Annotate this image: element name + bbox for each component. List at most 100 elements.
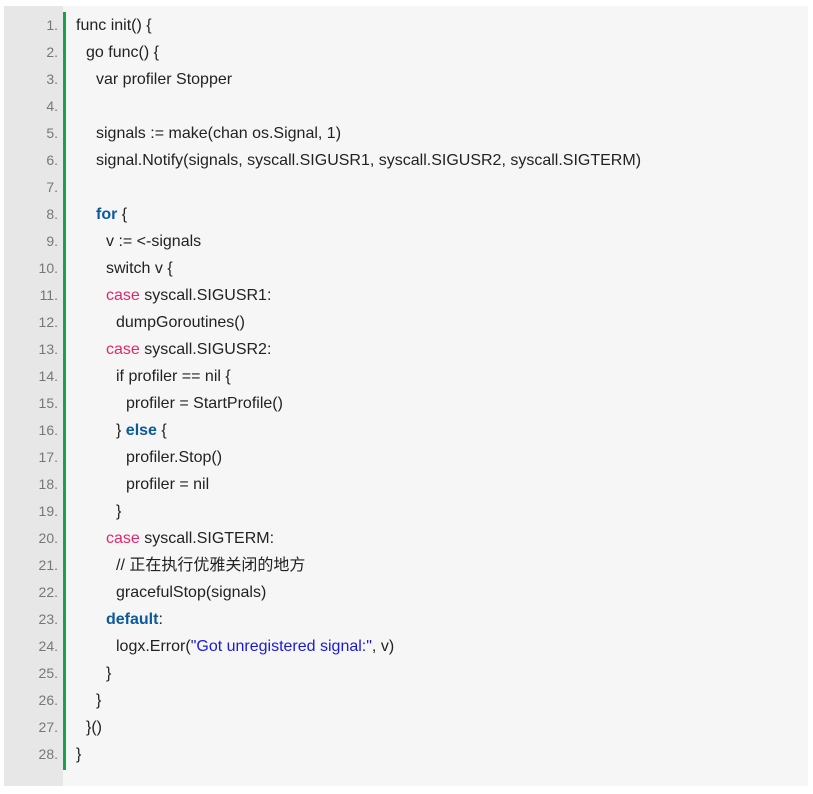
line-number: 13. — [38, 341, 58, 357]
code-line: 22. gracefulStop(signals) — [4, 579, 808, 606]
code-text: func init() { — [76, 12, 152, 39]
line-number: 28. — [38, 746, 58, 762]
code-token: , v) — [371, 638, 395, 655]
code-token-str: "Got unregistered signal:" — [190, 638, 372, 655]
code-line: 8. for { — [4, 201, 808, 228]
code-line: 25.} — [4, 660, 808, 687]
code-text: gracefulStop(signals) — [116, 579, 266, 606]
code-line: 15.profiler = StartProfile() — [4, 390, 808, 417]
line-number: 8. — [46, 206, 58, 222]
code-token: go func() { — [86, 44, 159, 61]
code-token: profiler = nil — [126, 476, 210, 493]
code-line: 12. dumpGoroutines() — [4, 309, 808, 336]
code-text: signal.Notify(signals, syscall.SIGUSR1, … — [96, 147, 641, 174]
code-token: gracefulStop(signals) — [116, 584, 267, 601]
line-number: 22. — [38, 584, 58, 600]
code-token: }() — [86, 719, 102, 736]
line-number: 18. — [38, 476, 58, 492]
code-line: 13. case syscall.SIGUSR2: — [4, 336, 808, 363]
code-line: 19.} — [4, 498, 808, 525]
code-line: 26.} — [4, 687, 808, 714]
code-line: 4. — [4, 93, 808, 120]
line-number: 11. — [39, 287, 58, 303]
code-token: signal.Notify(signals, syscall.SIGUSR1, … — [96, 152, 642, 169]
code-token: v := <-signals — [106, 233, 202, 250]
code-token: } — [76, 746, 82, 763]
line-number: 10. — [38, 260, 58, 276]
code-token: } — [96, 692, 102, 709]
code-text: } — [96, 687, 101, 714]
code-line: 1. func init() { — [4, 12, 808, 39]
line-number: 16. — [38, 422, 58, 438]
code-token: : — [158, 611, 163, 628]
line-number: 6. — [46, 152, 58, 168]
code-line: 24. logx.Error("Got unregistered signal:"… — [4, 633, 808, 660]
code-text: switch v { — [106, 255, 173, 282]
code-text: // 正在执行优雅关闭的地方 — [116, 552, 305, 579]
code-token: syscall.SIGUSR1: — [139, 287, 272, 304]
code-text: } — [116, 498, 121, 525]
code-text: profiler = StartProfile() — [126, 390, 283, 417]
code-token: syscall.SIGUSR2: — [139, 341, 272, 358]
code-line: 2. go func() { — [4, 39, 808, 66]
code-token: } — [116, 503, 122, 520]
code-text: default: — [106, 606, 163, 633]
code-token-case: case — [106, 341, 140, 358]
code-line: 27.}() — [4, 714, 808, 741]
code-text: } — [106, 660, 111, 687]
code-token-kw: else — [125, 422, 157, 439]
code-token-case: case — [106, 530, 140, 547]
line-number: 25. — [38, 665, 58, 681]
code-text: } else { — [116, 417, 167, 444]
code-line: 16. } else { — [4, 417, 808, 444]
code-line: 11. case syscall.SIGUSR1: — [4, 282, 808, 309]
code-line: 21. // 正在执行优雅关闭的地方 — [4, 552, 808, 579]
code-token: var profiler Stopper — [96, 71, 233, 88]
code-text: }() — [86, 714, 102, 741]
code-text: var profiler Stopper — [96, 66, 232, 93]
code-line: 10. switch v { — [4, 255, 808, 282]
line-number-gutter — [4, 6, 63, 786]
code-token: // 正在执行优雅关闭的地方 — [116, 557, 306, 574]
line-number: 7. — [46, 179, 58, 195]
code-token: profiler = StartProfile() — [126, 395, 283, 412]
code-lines: 1. func init() { 2. go func() { 3.var profil… — [4, 12, 808, 768]
line-number: 5. — [46, 125, 58, 141]
line-number: 9. — [46, 233, 58, 249]
code-line: 28.} — [4, 741, 808, 768]
code-token: { — [117, 206, 128, 223]
line-number: 26. — [38, 692, 58, 708]
code-line: 9. v := <-signals — [4, 228, 808, 255]
line-number: 20. — [38, 530, 58, 546]
code-text: go func() { — [86, 39, 159, 66]
line-number: 14. — [38, 368, 58, 384]
code-text: } — [76, 741, 81, 768]
code-text: signals := make(chan os.Signal, 1) — [96, 120, 341, 147]
code-line: 7. — [4, 174, 808, 201]
code-text: for { — [96, 201, 127, 228]
code-text: profiler.Stop() — [126, 444, 222, 471]
gutter-accent-bar — [63, 12, 66, 770]
code-text: logx.Error("Got unregistered signal:", v… — [116, 633, 394, 660]
code-line: 14.if profiler == nil { — [4, 363, 808, 390]
code-token: } — [116, 422, 126, 439]
code-line: 23.default: — [4, 606, 808, 633]
code-line: 6. signal.Notify(signals, syscall.SIGUSR1… — [4, 147, 808, 174]
line-number: 2. — [46, 44, 58, 60]
code-text: case syscall.SIGUSR1: — [106, 282, 271, 309]
line-number: 12. — [38, 314, 58, 330]
code-token: switch v { — [106, 260, 173, 277]
code-text: case syscall.SIGTERM: — [106, 525, 274, 552]
line-number: 4. — [46, 98, 58, 114]
code-text: dumpGoroutines() — [116, 309, 245, 336]
code-token: profiler.Stop() — [126, 449, 223, 466]
code-token: } — [106, 665, 112, 682]
code-line: 3.var profiler Stopper — [4, 66, 808, 93]
line-number: 24. — [38, 638, 58, 654]
line-number: 17. — [38, 449, 58, 465]
code-token-kw: for — [96, 206, 118, 223]
line-number: 1. — [46, 17, 58, 33]
code-token: logx.Error( — [116, 638, 191, 655]
code-line: 17. profiler.Stop() — [4, 444, 808, 471]
line-number: 21. — [38, 557, 58, 573]
